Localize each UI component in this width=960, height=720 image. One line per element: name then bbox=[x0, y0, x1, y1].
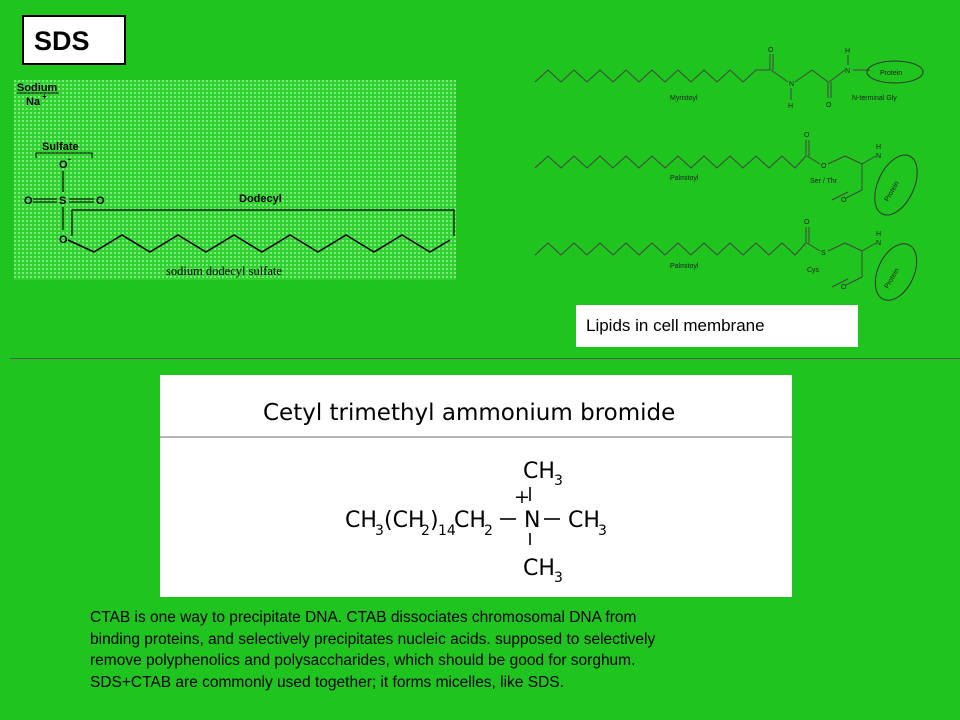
oxygen-left: O bbox=[24, 195, 33, 207]
ctab-chain-ch: CH bbox=[345, 508, 377, 533]
ctab-chain-sub-14: 14 bbox=[438, 523, 456, 539]
svg-text:O: O bbox=[804, 219, 810, 226]
svg-text:N: N bbox=[876, 240, 881, 247]
palmitoyl-chain-2 bbox=[534, 242, 807, 256]
sulfate-label: Sulfate bbox=[42, 141, 79, 153]
svg-text:O: O bbox=[841, 197, 847, 204]
sds-background bbox=[14, 80, 456, 280]
svg-text:H: H bbox=[876, 144, 881, 151]
ctab-right-methyl-sub: 3 bbox=[598, 523, 607, 539]
section-divider bbox=[10, 358, 960, 359]
protein-blob-3 bbox=[874, 243, 918, 301]
svg-text:S: S bbox=[821, 250, 826, 257]
description-line: CTAB is one way to precipitate DNA. CTAB… bbox=[90, 609, 637, 626]
ctab-chain-paren: ) bbox=[430, 508, 439, 533]
dodecyl-chain bbox=[67, 234, 451, 253]
svg-text:O: O bbox=[826, 102, 832, 109]
oxygen-bottom: O bbox=[59, 234, 68, 246]
description-line: remove polyphenolics and polysaccharides… bbox=[90, 652, 636, 669]
linker-label-3: Cys bbox=[807, 267, 820, 274]
description-line: SDS+CTAB are commonly used together; it … bbox=[90, 673, 564, 691]
na-label: Na bbox=[26, 96, 41, 108]
protein-blob-2 bbox=[874, 154, 918, 216]
lipid-row-palmitoyl-cys: O S N H O Protein Palmitoyl Cys bbox=[534, 219, 918, 301]
svg-text:O: O bbox=[841, 284, 847, 291]
ctab-bottom-methyl-sub: 3 bbox=[554, 570, 563, 586]
ctab-top-methyl: CH bbox=[523, 459, 555, 484]
acyl-label-1: Myristoyl bbox=[670, 95, 698, 102]
palmitoyl-chain-1 bbox=[534, 155, 807, 169]
ctab-structure-panel: Cetyl trimethyl ammonium bromide CH 3 + … bbox=[160, 375, 792, 597]
linker-label-2: Ser / Thr bbox=[810, 178, 838, 185]
lipid-row-palmitoyl-ser: O O N H O Protein Palmitoyl Ser / Thr bbox=[534, 132, 918, 216]
dodecyl-label: Dodecyl bbox=[239, 193, 282, 205]
svg-text:N: N bbox=[876, 153, 881, 160]
lipid-anchors-diagram: O N H O N H Protein Myristoyl N-terminal… bbox=[534, 47, 924, 301]
lipid-caption: Lipids in cell membrane bbox=[576, 305, 858, 347]
svg-text:H: H bbox=[788, 103, 793, 110]
lipid-row-myristoyl: O N H O N H Protein Myristoyl N-terminal… bbox=[534, 47, 924, 110]
svg-text:H: H bbox=[876, 231, 881, 238]
dodecyl-bracket bbox=[71, 209, 455, 236]
ctab-chain-ch2: CH bbox=[454, 508, 486, 533]
linker-label-1: N-terminal Gly bbox=[852, 95, 897, 102]
ctab-chain-sub-2: 2 bbox=[421, 523, 430, 539]
oxygen-top-charge: - bbox=[68, 154, 71, 164]
sulfur: S bbox=[59, 195, 66, 207]
svg-text:O: O bbox=[804, 132, 810, 139]
ctab-right-methyl: CH bbox=[568, 508, 600, 533]
svg-text:H: H bbox=[845, 48, 850, 55]
ctab-title: Cetyl trimethyl ammonium bromide bbox=[263, 400, 675, 426]
ctab-plus: + bbox=[514, 486, 530, 508]
ctab-top-methyl-sub: 3 bbox=[554, 473, 563, 489]
protein-label-3: Protein bbox=[884, 267, 901, 290]
protein-blob-1 bbox=[866, 60, 924, 84]
oxygen-top: O bbox=[59, 159, 68, 171]
acyl-label-2: Palmitoyl bbox=[670, 175, 699, 182]
sds-title: SDS bbox=[34, 26, 90, 56]
svg-text:O: O bbox=[821, 163, 827, 170]
sds-caption: sodium dodecyl sulfate bbox=[166, 264, 282, 278]
sulfate-bracket bbox=[35, 152, 93, 158]
description-line: binding proteins, and selectively precip… bbox=[90, 630, 656, 648]
svg-text:N: N bbox=[845, 68, 850, 75]
svg-text:O: O bbox=[768, 47, 774, 54]
protein-label-1: Protein bbox=[880, 70, 902, 77]
sodium-label: Sodium bbox=[17, 82, 58, 94]
ctab-nitrogen: N bbox=[524, 508, 540, 533]
svg-text:N: N bbox=[789, 81, 794, 88]
ctab-bottom-methyl: CH bbox=[523, 556, 555, 581]
oxygen-right: O bbox=[96, 195, 105, 207]
acyl-label-3: Palmitoyl bbox=[670, 263, 699, 270]
ctab-chain-sub-3: 3 bbox=[375, 523, 384, 539]
ctab-chain-ch2-sub: 2 bbox=[484, 523, 493, 539]
myristoyl-chain bbox=[534, 69, 770, 83]
sds-title-box: SDS bbox=[22, 15, 126, 65]
sds-molecule-diagram: Sodium Na + Sulfate O - O S O O Dodecyl … bbox=[14, 80, 456, 280]
protein-label-2: Protein bbox=[884, 180, 901, 203]
ctab-description: CTAB is one way to precipitate DNA. CTAB… bbox=[90, 607, 950, 693]
na-charge: + bbox=[42, 92, 47, 101]
ctab-chain-mid: (CH bbox=[384, 508, 425, 533]
